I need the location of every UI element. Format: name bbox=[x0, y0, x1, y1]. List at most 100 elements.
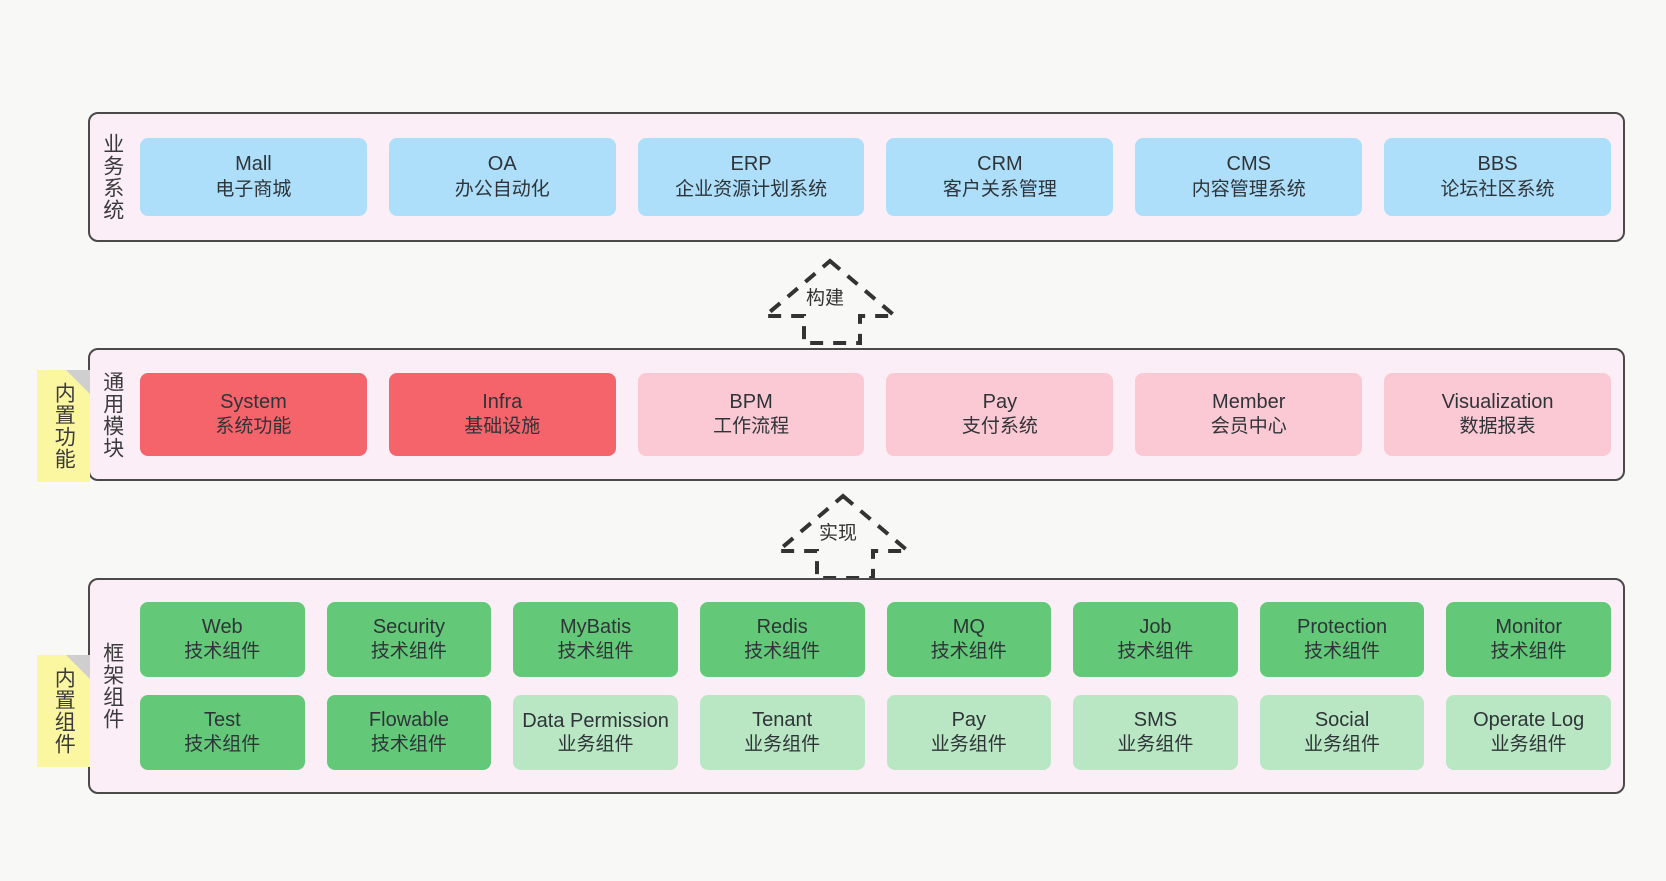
cell: CRM 客户关系管理 bbox=[886, 138, 1114, 216]
node-title: Social bbox=[1314, 708, 1370, 731]
node-subtitle: 技术组件 bbox=[1304, 641, 1381, 663]
cell: System 系统功能 bbox=[140, 373, 367, 456]
node-bbs[interactable]: BBS 论坛社区系统 bbox=[1384, 138, 1611, 216]
node-subtitle: 技术组件 bbox=[1117, 641, 1194, 663]
node-subtitle: 系统功能 bbox=[215, 416, 292, 438]
node-member[interactable]: Member 会员中心 bbox=[1135, 373, 1363, 456]
note-fold-icon bbox=[66, 370, 90, 394]
note-builtin-component: 内置组件 bbox=[37, 655, 90, 767]
node-subtitle: 电子商城 bbox=[215, 178, 292, 200]
note-label: 内置组件 bbox=[52, 667, 76, 755]
note-builtin-function: 内置功能 bbox=[37, 370, 90, 482]
cell: ERP 企业资源计划系统 bbox=[637, 138, 865, 216]
cell: Mall 电子商城 bbox=[140, 138, 367, 216]
node-redis[interactable]: Redis 技术组件 bbox=[699, 602, 865, 677]
cell: Data Permission 业务组件 bbox=[513, 695, 678, 770]
cell: Monitor 技术组件 bbox=[1446, 602, 1611, 677]
node-subtitle: 业务组件 bbox=[930, 734, 1007, 756]
node-title: System bbox=[220, 390, 287, 413]
cell: BPM 工作流程 bbox=[637, 373, 865, 456]
node-operate-log[interactable]: Operate Log 业务组件 bbox=[1446, 695, 1611, 770]
cell: Infra 基础设施 bbox=[388, 373, 616, 456]
node-title: Web bbox=[201, 615, 243, 638]
node-mybatis[interactable]: MyBatis 技术组件 bbox=[513, 602, 678, 677]
node-title: Test bbox=[203, 708, 241, 731]
node-subtitle: 技术组件 bbox=[1490, 641, 1567, 663]
node-subtitle: 技术组件 bbox=[930, 641, 1007, 663]
node-visualization[interactable]: Visualization 数据报表 bbox=[1384, 373, 1611, 456]
node-monitor[interactable]: Monitor 技术组件 bbox=[1446, 602, 1611, 677]
node-subtitle: 办公自动化 bbox=[454, 178, 550, 200]
cell: Pay 支付系统 bbox=[886, 373, 1114, 456]
node-subtitle: 技术组件 bbox=[370, 734, 447, 756]
note-fold-icon bbox=[66, 655, 90, 679]
node-social[interactable]: Social 业务组件 bbox=[1259, 695, 1425, 770]
node-subtitle: 技术组件 bbox=[184, 641, 261, 663]
node-subtitle: 会员中心 bbox=[1210, 416, 1287, 438]
note-label: 内置功能 bbox=[52, 382, 76, 470]
node-crm[interactable]: CRM 客户关系管理 bbox=[886, 138, 1114, 216]
arrow-implement-label: 实现 bbox=[819, 523, 858, 544]
node-flowable[interactable]: Flowable 技术组件 bbox=[326, 695, 492, 770]
layer-body-common-module: System 系统功能 Infra 基础设施 BPM 工作流程 bbox=[134, 350, 1623, 479]
node-subtitle: 业务组件 bbox=[1304, 734, 1381, 756]
node-erp[interactable]: ERP 企业资源计划系统 bbox=[637, 138, 865, 216]
node-title: Flowable bbox=[368, 708, 449, 731]
node-security[interactable]: Security 技术组件 bbox=[326, 602, 492, 677]
node-title: Data Permission bbox=[522, 709, 669, 732]
node-protection[interactable]: Protection 技术组件 bbox=[1259, 602, 1425, 677]
node-title: Monitor bbox=[1495, 615, 1563, 638]
node-title: ERP bbox=[730, 153, 772, 176]
node-cms[interactable]: CMS 内容管理系统 bbox=[1135, 138, 1363, 216]
layer-title-framework-component: 框架组件 bbox=[100, 642, 124, 730]
node-subtitle: 企业资源计划系统 bbox=[675, 178, 828, 200]
node-title: Operate Log bbox=[1473, 708, 1585, 731]
node-title: Visualization bbox=[1441, 390, 1554, 413]
arrow-build-label: 构建 bbox=[806, 288, 845, 309]
node-bpm[interactable]: BPM 工作流程 bbox=[637, 373, 865, 456]
node-pay-component[interactable]: Pay 业务组件 bbox=[886, 695, 1052, 770]
node-subtitle: 技术组件 bbox=[557, 641, 634, 663]
cell: BBS 论坛社区系统 bbox=[1384, 138, 1611, 216]
row-common-modules: System 系统功能 Infra 基础设施 BPM 工作流程 bbox=[140, 373, 1611, 456]
arrow-implement: 实现 bbox=[772, 493, 914, 581]
cell: Flowable 技术组件 bbox=[326, 695, 492, 770]
node-subtitle: 技术组件 bbox=[184, 734, 261, 756]
row-business-components: Test 技术组件 Flowable 技术组件 Data Permission … bbox=[140, 695, 1611, 770]
node-oa[interactable]: OA 办公自动化 bbox=[388, 138, 616, 216]
node-title: Security bbox=[372, 615, 446, 638]
node-mq[interactable]: MQ 技术组件 bbox=[886, 602, 1052, 677]
cell: SMS 业务组件 bbox=[1073, 695, 1238, 770]
node-subtitle: 内容管理系统 bbox=[1191, 178, 1306, 200]
node-title: BPM bbox=[729, 390, 773, 413]
node-data-permission[interactable]: Data Permission 业务组件 bbox=[513, 695, 678, 770]
node-job[interactable]: Job 技术组件 bbox=[1073, 602, 1238, 677]
node-subtitle: 技术组件 bbox=[370, 641, 447, 663]
node-subtitle: 业务组件 bbox=[557, 733, 634, 755]
node-title: SMS bbox=[1133, 708, 1178, 731]
node-subtitle: 基础设施 bbox=[464, 416, 541, 438]
node-web[interactable]: Web 技术组件 bbox=[140, 602, 305, 677]
cell: Social 业务组件 bbox=[1259, 695, 1425, 770]
node-test[interactable]: Test 技术组件 bbox=[140, 695, 305, 770]
node-mall[interactable]: Mall 电子商城 bbox=[140, 138, 367, 216]
cell: Member 会员中心 bbox=[1135, 373, 1363, 456]
node-title: Pay bbox=[982, 390, 1018, 413]
node-subtitle: 数据报表 bbox=[1459, 416, 1536, 438]
node-title: Tenant bbox=[752, 708, 813, 731]
cell: Operate Log 业务组件 bbox=[1446, 695, 1611, 770]
cell: MQ 技术组件 bbox=[886, 602, 1052, 677]
node-tenant[interactable]: Tenant 业务组件 bbox=[699, 695, 865, 770]
cell: Redis 技术组件 bbox=[699, 602, 865, 677]
node-title: MyBatis bbox=[560, 615, 632, 638]
layer-common-module: 通用模块 System 系统功能 Infra 基础设施 bbox=[88, 348, 1625, 481]
node-system[interactable]: System 系统功能 bbox=[140, 373, 367, 456]
node-infra[interactable]: Infra 基础设施 bbox=[388, 373, 616, 456]
cell: Job 技术组件 bbox=[1073, 602, 1238, 677]
node-subtitle: 支付系统 bbox=[961, 416, 1038, 438]
node-sms[interactable]: SMS 业务组件 bbox=[1073, 695, 1238, 770]
node-title: Member bbox=[1212, 390, 1286, 413]
cell: Web 技术组件 bbox=[140, 602, 305, 677]
layer-title-business-system: 业务系统 bbox=[100, 133, 124, 221]
node-pay-module[interactable]: Pay 支付系统 bbox=[886, 373, 1114, 456]
